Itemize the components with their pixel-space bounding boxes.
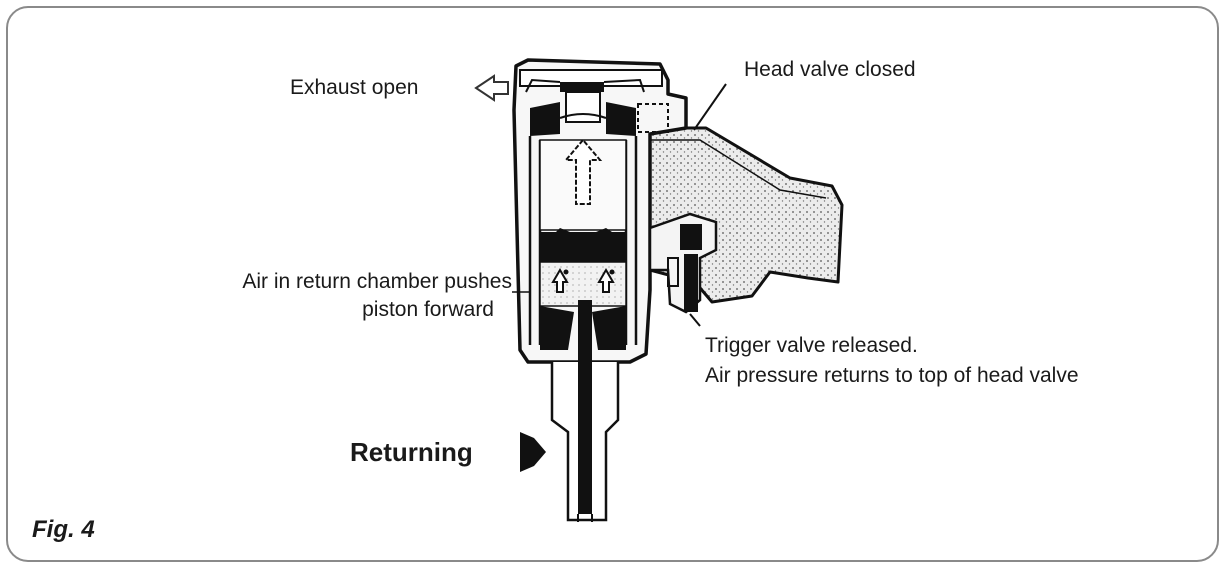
label-trigger-line1: Trigger valve released. [705,334,918,357]
driver-blade [578,300,592,514]
exhaust-arrow-icon [474,74,509,102]
piston-up-arrow-icon [563,138,603,205]
label-returning: Returning [350,437,473,467]
figure-number: Fig. 4 [32,516,95,543]
head-valve [530,102,560,136]
label-air-return-line1: Air in return chamber pushes [242,270,512,293]
label-trigger-line2: Air pressure returns to top of head valv… [705,364,1079,387]
return-arrow-icon [520,432,546,472]
label-air-return-line2: piston forward [362,298,494,321]
label-exhaust-open: Exhaust open [290,76,419,99]
piston [540,228,626,262]
label-head-valve-closed: Head valve closed [744,58,916,81]
handle-air-reservoir [630,126,844,304]
